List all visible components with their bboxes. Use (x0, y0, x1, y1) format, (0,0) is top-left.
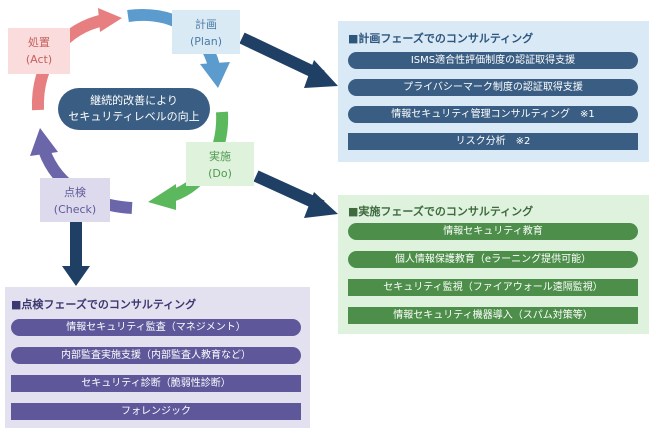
do-connector-head (304, 192, 338, 218)
do-arrowhead (148, 184, 176, 210)
check-item-internal-audit[interactable]: 内部監査実施支援（内部監査人教育など） (11, 347, 301, 364)
check-item-security-audit[interactable]: 情報セキュリティ監査（マネジメント） (11, 319, 301, 336)
plan-item-security-management[interactable]: 情報セキュリティ管理コンサルティング ※1 (348, 106, 638, 123)
plan-phase-label: 計画 (Plan) (172, 10, 240, 54)
check-panel-title: ■点検フェーズでのコンサルティング (11, 298, 197, 311)
plan-item-risk-analysis[interactable]: リスク分析 ※2 (348, 133, 638, 150)
plan-item-privacy-mark[interactable]: プライバシーマーク制度の認証取得支援 (348, 79, 638, 96)
check-item-vulnerability-diagnosis[interactable]: セキュリティ診断（脆弱性診断） (11, 375, 301, 392)
plan-panel-title: ■計画フェーズでのコンサルティング (348, 32, 534, 45)
do-phase-label: 実施 (Do) (186, 142, 254, 186)
plan-connector-head (304, 60, 338, 88)
do-item-privacy-education[interactable]: 個人情報保護教育（eラーニング提供可能） (348, 251, 638, 268)
check-phase-jp: 点検 (64, 186, 86, 199)
plan-phase-jp: 計画 (195, 18, 217, 31)
do-phase-en: (Do) (208, 167, 232, 180)
plan-consulting-panel: ■計画フェーズでのコンサルティング ISMS適合性評価制度の認証取得支援 プライ… (338, 21, 649, 162)
check-connector-head (62, 266, 90, 286)
check-arrowhead (30, 128, 58, 156)
act-phase-en: (Act) (25, 53, 53, 66)
plan-arrowhead (200, 62, 230, 88)
cycle-center-label: 継続的改善により セキュリティレベルの向上 (58, 88, 210, 130)
do-phase-jp: 実施 (209, 150, 231, 163)
do-panel-title: ■実施フェーズでのコンサルティング (348, 205, 534, 218)
do-consulting-panel: ■実施フェーズでのコンサルティング 情報セキュリティ教育 個人情報保護教育（eラ… (338, 195, 649, 334)
act-phase-jp: 処置 (28, 36, 50, 49)
plan-phase-en: (Plan) (190, 35, 222, 48)
check-item-forensics[interactable]: フォレンジック (11, 403, 301, 420)
check-consulting-panel: ■点検フェーズでのコンサルティング 情報セキュリティ監査（マネジメント） 内部監… (5, 287, 310, 428)
check-phase-en: (Check) (53, 203, 97, 216)
plan-item-isms[interactable]: ISMS適合性評価制度の認証取得支援 (348, 52, 638, 69)
do-item-security-education[interactable]: 情報セキュリティ教育 (348, 223, 638, 240)
center-line-1: 継続的改善により (90, 94, 178, 107)
do-item-security-monitoring[interactable]: セキュリティ監視（ファイアウォール遠隔監視） (348, 279, 638, 296)
do-item-device-installation[interactable]: 情報セキュリティ機器導入（スパム対策等） (348, 307, 638, 324)
act-phase-label: 処置 (Act) (8, 28, 70, 74)
plan-connector (239, 32, 325, 82)
act-arrowhead (98, 8, 122, 32)
check-phase-label: 点検 (Check) (40, 178, 110, 222)
center-line-2: セキュリティレベルの向上 (68, 110, 200, 123)
